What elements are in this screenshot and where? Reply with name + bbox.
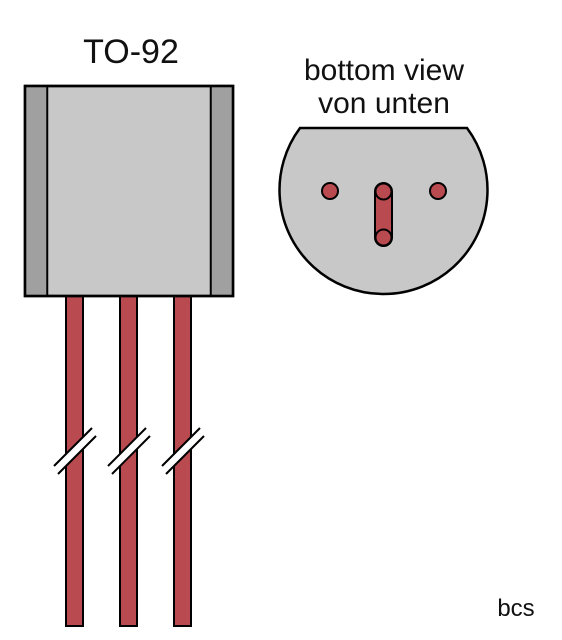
credit-text: bcs bbox=[497, 595, 534, 622]
pin-left-dot bbox=[321, 182, 339, 200]
bottom-view-label: bottom view bbox=[304, 54, 464, 87]
pin-middle-bottom-dot bbox=[374, 228, 393, 247]
break-gap-left bbox=[54, 428, 96, 474]
pin-right-dot bbox=[429, 182, 447, 200]
lead-break-marks bbox=[53, 427, 205, 475]
break-line bbox=[111, 435, 151, 475]
leads bbox=[65, 295, 192, 627]
break-line bbox=[161, 427, 201, 467]
break-gap-middle bbox=[108, 428, 150, 474]
break-line bbox=[107, 427, 147, 467]
break-gap-right bbox=[162, 428, 204, 474]
bottom-view-label-german: von unten bbox=[318, 87, 450, 120]
body-right-edge bbox=[210, 87, 232, 295]
package-title: TO-92 bbox=[83, 33, 179, 71]
body-left-edge bbox=[26, 87, 48, 295]
bottom-view bbox=[278, 126, 489, 296]
body-outline bbox=[23, 84, 235, 298]
package-body bbox=[23, 84, 235, 298]
break-line bbox=[165, 435, 205, 475]
body-front bbox=[23, 84, 235, 298]
pin-middle-top-dot bbox=[374, 182, 393, 201]
break-line bbox=[57, 435, 97, 475]
break-line bbox=[53, 427, 93, 467]
